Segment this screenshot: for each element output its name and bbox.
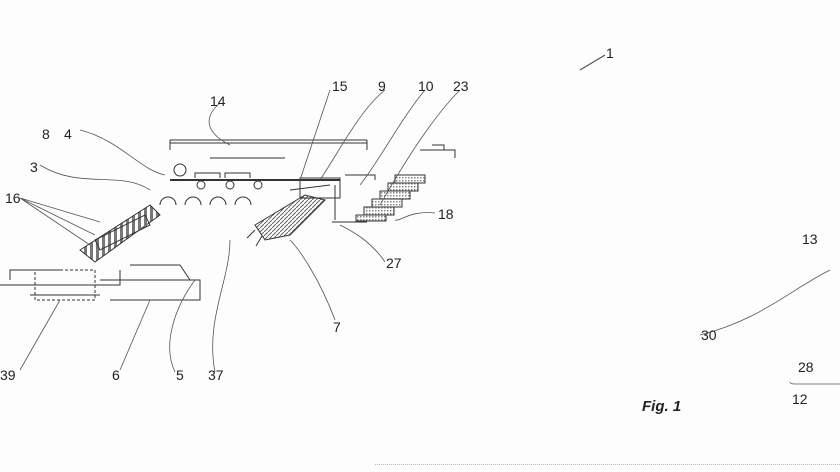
ref-label-30: 30 [701,328,717,342]
ref-label-39: 39 [0,368,16,382]
ref-label-18: 18 [438,207,454,221]
ref-label-8: 8 [42,127,50,141]
stepped-blocks [332,145,455,222]
ref-label-27: 27 [386,256,402,270]
figure-caption: Fig. 1 [642,398,681,415]
ref-label-3: 3 [30,160,38,174]
ref-label-7: 7 [333,320,341,334]
ref-label-5: 5 [176,368,184,382]
ref-label-37: 37 [208,368,224,382]
ref-label-16: 16 [5,191,21,205]
top-frame [170,140,367,158]
ref-label-10: 10 [418,79,434,93]
bottom-dotted-border [375,464,840,465]
ref-label-1: 1 [606,46,614,60]
ref-label-23: 23 [453,79,469,93]
ref-label-13: 13 [802,232,818,246]
ref-label-4: 4 [64,127,72,141]
ref-label-15: 15 [332,79,348,93]
base [0,265,200,300]
ref-label-6: 6 [112,368,120,382]
ref-label-12: 12 [792,392,808,406]
ref-label-9: 9 [378,79,386,93]
ref-label-28: 28 [798,360,814,374]
ref-label-14: 14 [210,94,226,108]
